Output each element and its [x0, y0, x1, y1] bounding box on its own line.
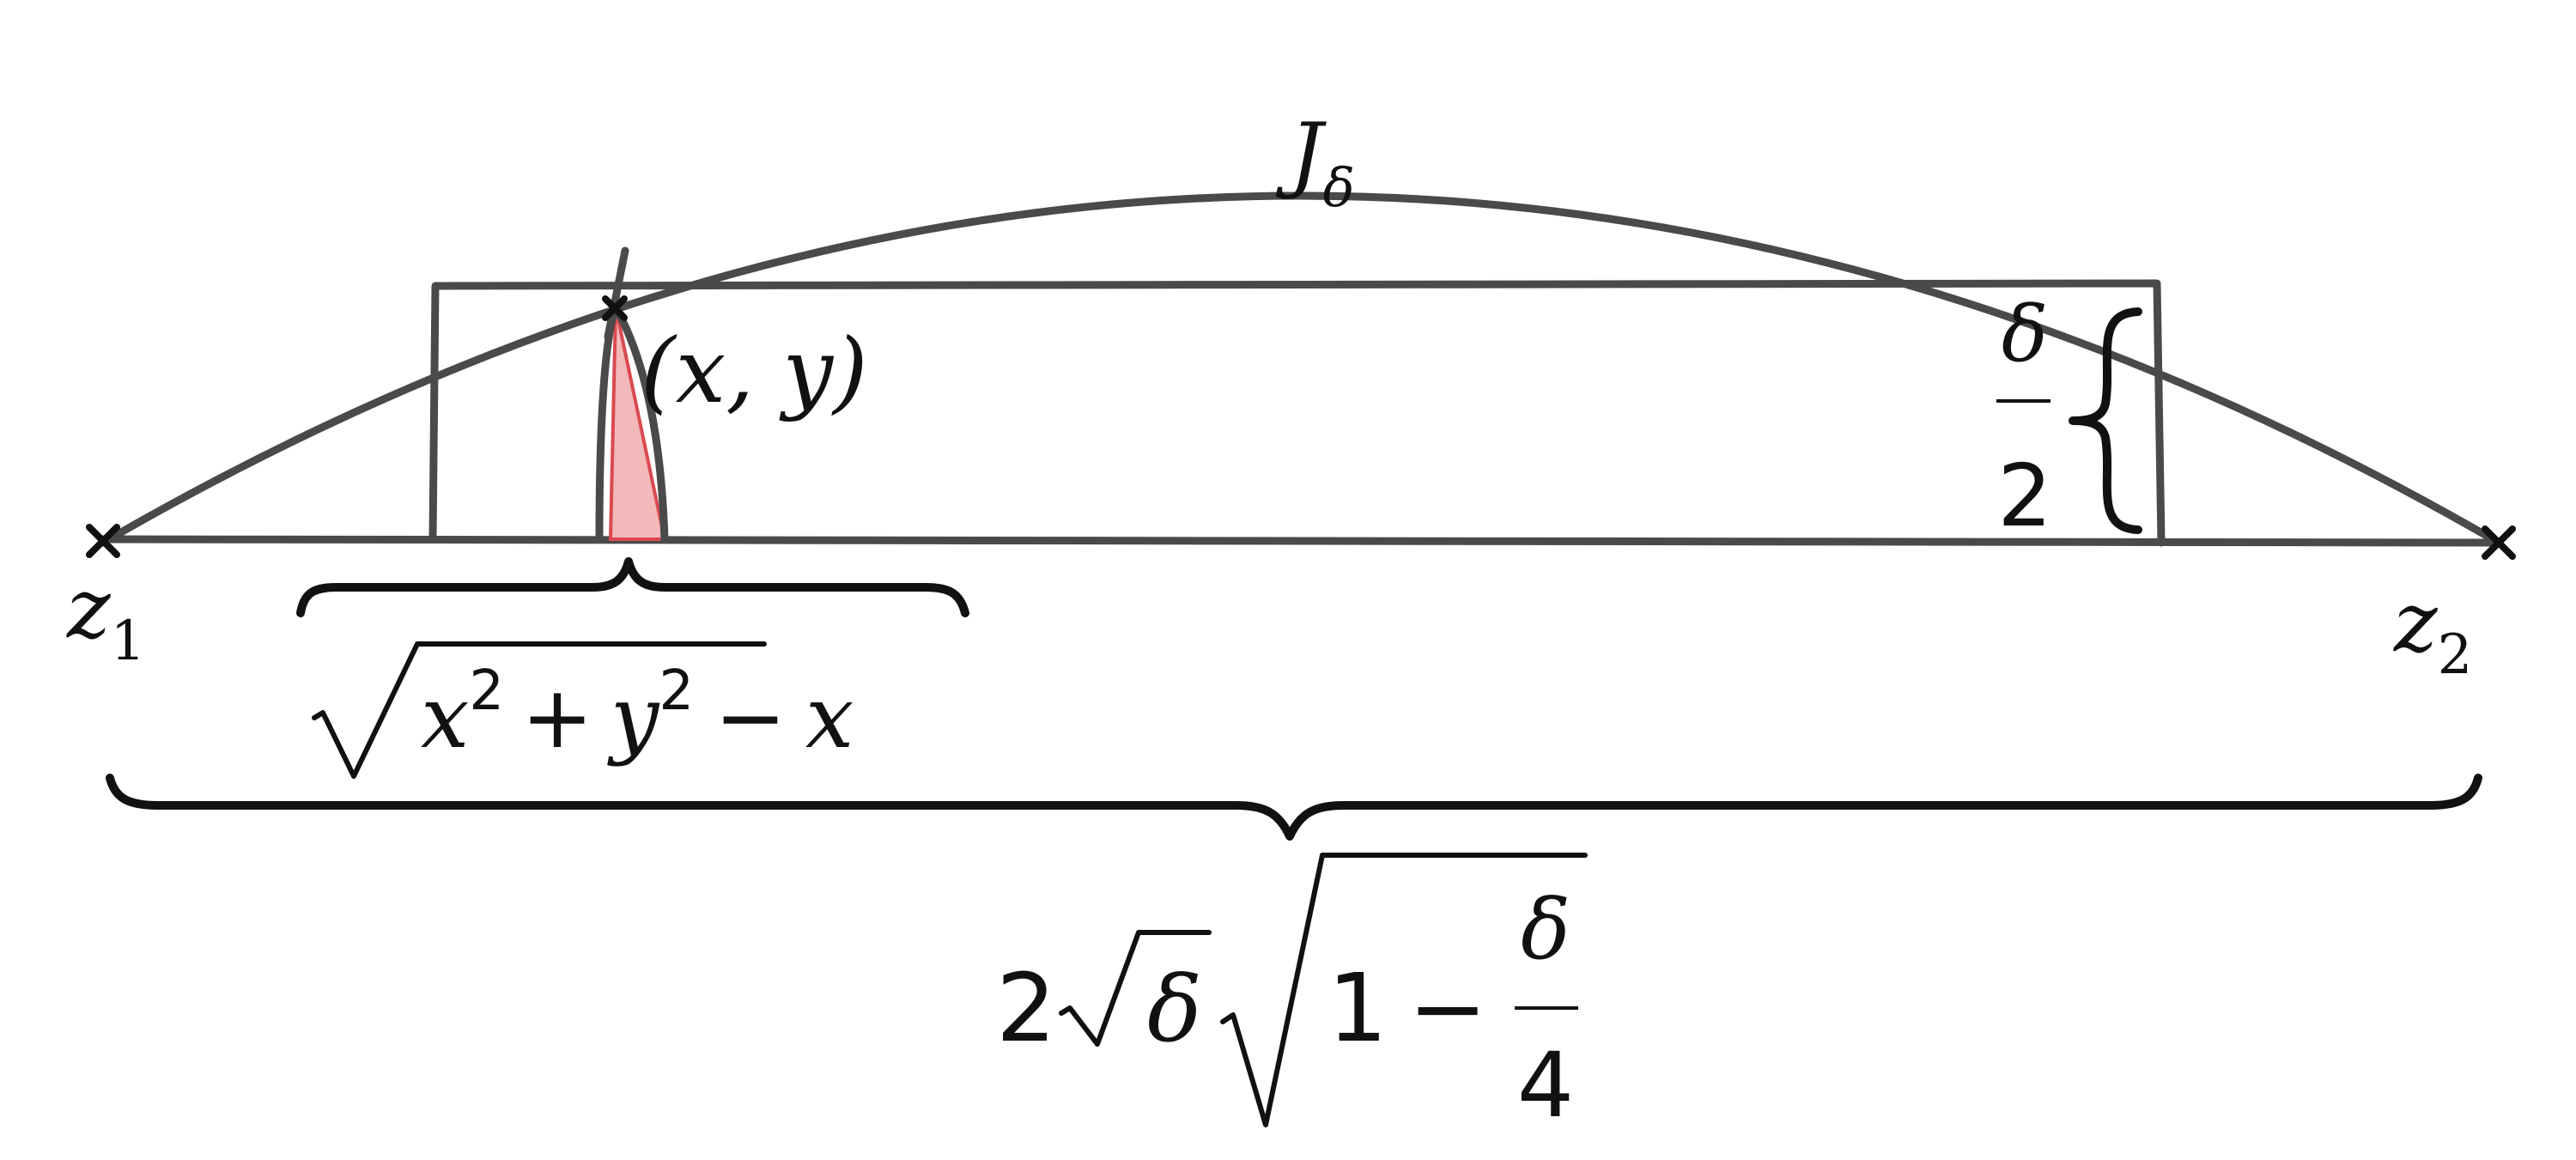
small-width-minus: − — [714, 667, 787, 768]
small-width-brace — [296, 557, 969, 617]
outer-radical — [1220, 853, 1588, 1127]
curve-label-sub: δ — [1322, 156, 1354, 219]
total-width-denominator: 4 — [1517, 1033, 1574, 1138]
z2-label: z2 — [2393, 574, 2472, 687]
small-width-x: x — [421, 667, 469, 768]
curve-label-main: J — [1275, 106, 1327, 202]
height-label: δ 2 — [1996, 289, 2052, 546]
height-brace — [2069, 307, 2142, 534]
total-width-numerator: δ — [1521, 882, 1571, 978]
height-denominator: 2 — [1997, 446, 2052, 546]
small-width-x-exponent: 2 — [469, 659, 504, 723]
curve-label: Jδ — [1275, 106, 1355, 219]
total-width-label: 2 δ 1 − δ 4 — [996, 853, 1588, 1138]
z2-label-main: z — [2393, 574, 2439, 671]
right-curve — [611, 303, 669, 544]
arc-j-delta — [99, 191, 2503, 547]
inner-radical — [1059, 930, 1212, 1047]
small-width-expression: x2+y2−x — [421, 659, 854, 768]
total-width-minus: − — [1408, 953, 1487, 1063]
base-chord — [99, 535, 2503, 547]
highlight-triangle — [608, 307, 667, 541]
total-width-one: 1 — [1327, 953, 1388, 1063]
z1-marker — [86, 524, 120, 558]
total-width-brace — [106, 774, 2482, 841]
small-width-label: x2+y2−x — [312, 641, 854, 779]
z2-marker — [2482, 525, 2516, 560]
total-width-coefficient: 2 — [996, 953, 1056, 1063]
rectangle — [428, 279, 2166, 547]
small-width-radical — [312, 641, 767, 779]
inner-radicand: δ — [1147, 957, 1202, 1062]
point-label: (x, y) — [641, 319, 868, 423]
z1-label-sub: 1 — [111, 610, 146, 673]
small-width-y: y — [607, 667, 660, 768]
small-width-plus: + — [521, 667, 593, 768]
z1-label-main: z — [66, 561, 112, 657]
small-width-y-exponent: 2 — [659, 659, 694, 723]
z2-label-sub: 2 — [2438, 623, 2473, 687]
tangent-line — [604, 246, 629, 341]
small-width-tail: x — [805, 667, 854, 768]
z1-label: z1 — [66, 561, 145, 673]
height-numerator: δ — [2002, 289, 2048, 380]
point-marker — [602, 295, 628, 321]
